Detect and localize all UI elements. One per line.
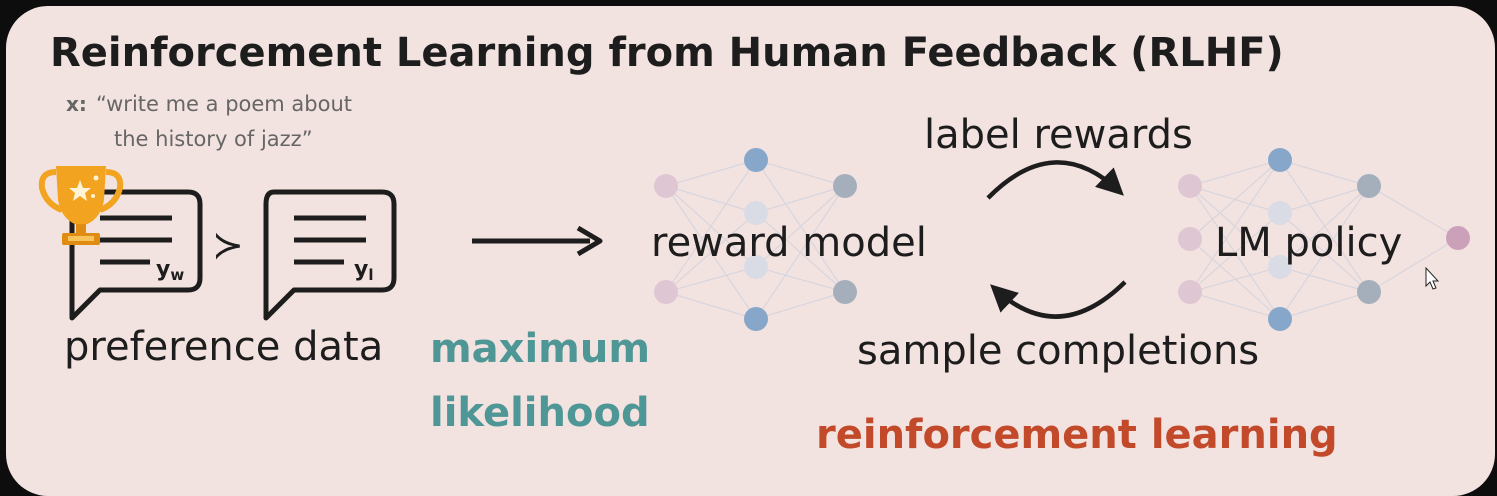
diagram-title: Reinforcement Learning from Human Feedba… [50, 30, 1284, 76]
svg-text:yl: yl [354, 257, 374, 284]
winner-y-letter: y [156, 257, 170, 282]
winner-subscript: w [170, 266, 184, 284]
lm-policy-label: LM policy [1215, 220, 1402, 266]
max-likelihood-line-2: likelihood [430, 390, 650, 436]
preference-comparator: ≻ [212, 223, 244, 267]
prompt-label: x: [66, 92, 87, 116]
prompt-line-2: the history of jazz” [114, 127, 313, 151]
loser-subscript: l [368, 266, 373, 284]
neural-net-icon [1178, 148, 1470, 331]
neural-net-icon [654, 148, 857, 331]
slide-card [6, 6, 1495, 496]
reinforcement-learning-label: reinforcement learning [816, 412, 1338, 458]
prompt-line-1: “write me a poem about [96, 92, 352, 116]
loser-y-letter: y [354, 257, 368, 282]
label-rewards-text: label rewards [924, 112, 1193, 158]
cycle-arrow-icon [990, 280, 1127, 319]
reward-model-label: reward model [651, 220, 927, 266]
arrow-right-icon [472, 225, 603, 257]
speech-bubble-icon: yl [263, 189, 397, 321]
cycle-arrow-icon [986, 160, 1124, 200]
mouse-cursor-icon [1425, 266, 1440, 290]
svg-text:yw: yw [156, 257, 184, 284]
sample-completions-text: sample completions [857, 328, 1259, 374]
preference-data-label: preference data [64, 324, 383, 370]
prompt-text: x: “write me a poem about the history of… [66, 92, 352, 151]
trophy-icon [38, 166, 124, 245]
max-likelihood-line-1: maximum [430, 326, 650, 372]
